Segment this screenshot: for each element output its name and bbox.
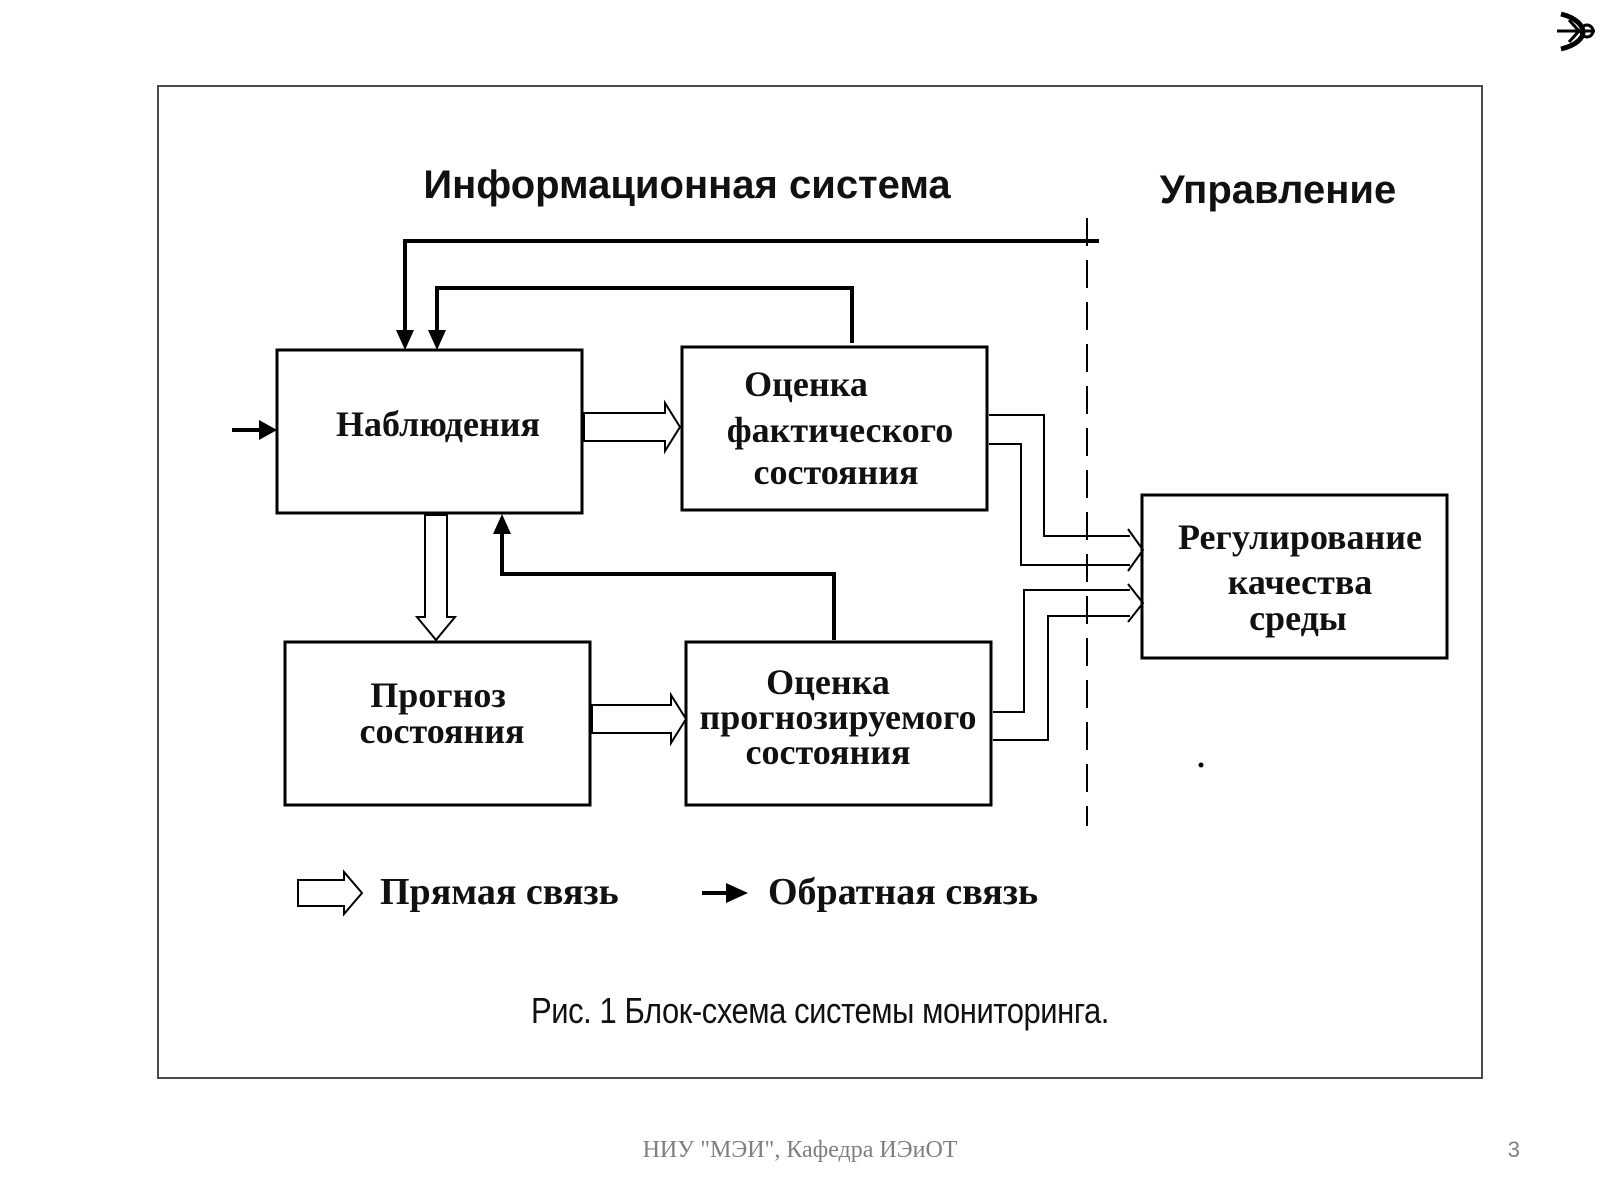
direct-arrow-forecast-to-state (591, 691, 688, 747)
institute-logo-icon (1557, 11, 1595, 52)
feedback-arrowhead-outer (396, 330, 414, 350)
feedback-line-forecast (500, 530, 836, 640)
stray-dot (1198, 762, 1204, 768)
figure-frame (157, 85, 1483, 1079)
block-forecast (283, 640, 592, 807)
feedback-arrowhead-forecast (493, 514, 511, 534)
block-regulation-line2: качества (1228, 562, 1373, 602)
block-observations-label: Наблюдения (336, 404, 540, 444)
legend-feedback-arrowhead-icon (726, 883, 748, 903)
block-actual-state (680, 345, 989, 512)
page-number: 3 (1507, 1137, 1520, 1162)
legend-direct-arrow-icon (297, 869, 364, 917)
direct-line-forecast-upper (993, 589, 1130, 713)
feedback-line-outer (403, 239, 1099, 334)
block-forecast-state-line2: прогнозируемого (700, 697, 977, 737)
block-regulation (1140, 493, 1449, 660)
block-forecast-state-line1: Оценка (766, 662, 890, 702)
legend-direct-label: Прямая связь (380, 871, 619, 913)
block-observations (275, 348, 584, 515)
direct-arrow-obs-to-actual (583, 399, 682, 455)
feedback-line-inner (435, 286, 854, 343)
direct-arrowhead-forecast (1127, 583, 1145, 623)
direct-arrow-obs-to-forecast (414, 514, 458, 642)
block-forecast-state (684, 640, 993, 807)
direct-arrowhead-actual (1127, 528, 1145, 572)
section-info-label: Информационная система (423, 163, 951, 207)
direct-line-actual-lower (989, 443, 1130, 566)
footer-organization: НИУ "МЭИ", Кафедра ИЭиОТ (642, 1137, 958, 1163)
block-regulation-line1: Регулирование (1178, 517, 1422, 557)
block-forecast-line2: состояния (360, 711, 525, 751)
feedback-arrowhead-inner (428, 330, 446, 350)
input-arrowhead (259, 420, 277, 440)
block-actual-state-line1: Оценка (744, 364, 868, 404)
block-forecast-state-line3: состояния (746, 732, 911, 772)
block-actual-state-line2: фактического (727, 410, 954, 450)
figure-caption: Рис. 1 Блок-схема системы мониторинга. (531, 990, 1109, 1031)
block-actual-state-line3: состояния (754, 452, 919, 492)
direct-line-forecast-lower (993, 615, 1130, 741)
direct-line-actual-upper (989, 414, 1130, 537)
block-forecast-line1: Прогноз (370, 675, 506, 715)
section-control-label: Управление (1160, 168, 1396, 212)
legend-feedback-label: Обратная связь (768, 871, 1038, 913)
block-regulation-line3: среды (1249, 598, 1347, 638)
